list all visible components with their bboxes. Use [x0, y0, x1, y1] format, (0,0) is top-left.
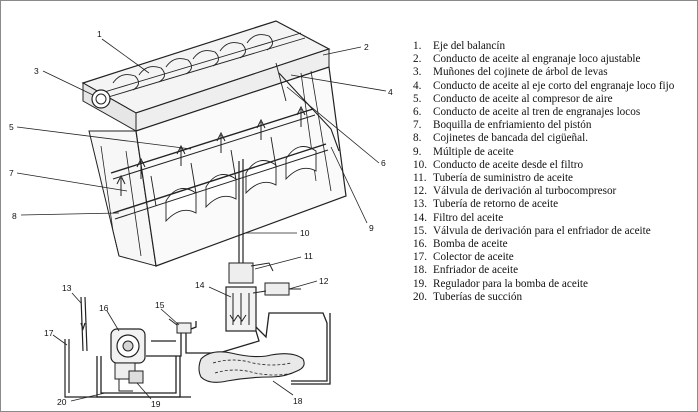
legend-number: 15.	[413, 225, 433, 238]
legend-text: Muñones del cojinete de árbol de levas	[433, 66, 608, 79]
legend-number: 13.	[413, 198, 433, 211]
legend-text: Enfriador de aceite	[433, 264, 518, 277]
callout-6: 6	[381, 158, 386, 168]
legend-number: 18.	[413, 264, 433, 277]
cooler-bypass-valve	[169, 319, 191, 333]
legend-item: 5.Conducto de aceite al compresor de air…	[413, 93, 695, 106]
oil-cooler	[199, 352, 304, 382]
legend-text: Filtro del aceite	[433, 212, 503, 225]
callout-12: 12	[319, 276, 329, 286]
legend-text: Conducto de aceite al engranaje loco aju…	[433, 53, 641, 66]
legend-number: 14.	[413, 212, 433, 225]
bypass-valve-turbo	[253, 283, 301, 295]
legend-number: 19.	[413, 278, 433, 291]
callout-8: 8	[12, 211, 17, 221]
callout-3: 3	[34, 66, 39, 76]
legend-text: Regulador para la bomba de aceite	[433, 278, 588, 291]
legend-text: Boquilla de enfriamiento del pistón	[433, 119, 591, 132]
callout-10: 10	[300, 228, 310, 238]
legend-text: Tuberías de succión	[433, 291, 522, 304]
legend-item: 6.Conducto de aceite al tren de engranaj…	[413, 106, 695, 119]
legend-text: Múltiple de aceite	[433, 146, 514, 159]
legend-number: 2.	[413, 53, 433, 66]
callout-2: 2	[364, 42, 369, 52]
legend-item: 16.Bomba de aceite	[413, 238, 695, 251]
legend-text: Conducto de aceite al eje corto del engr…	[433, 80, 674, 93]
legend-number: 10.	[413, 159, 433, 172]
legend-text: Conducto de aceite al tren de engranajes…	[433, 106, 640, 119]
legend-text: Bomba de aceite	[433, 238, 508, 251]
legend-number: 4.	[413, 80, 433, 93]
legend-item: 12.Válvula de derivación al turbocompres…	[413, 185, 695, 198]
legend-text: Conducto de aceite al compresor de aire	[433, 93, 613, 106]
legend-item: 4.Conducto de aceite al eje corto del en…	[413, 80, 695, 93]
callout-5: 5	[9, 122, 14, 132]
legend-text: Eje del balancín	[433, 40, 505, 53]
legend-number: 17.	[413, 251, 433, 264]
legend-number: 6.	[413, 106, 433, 119]
legend-number: 20.	[413, 291, 433, 304]
callout-19: 19	[151, 399, 161, 409]
legend-number: 16.	[413, 238, 433, 251]
legend-item: 1.Eje del balancín	[413, 40, 695, 53]
legend-text: Válvula de derivación al turbocompresor	[433, 185, 616, 198]
legend-item: 13.Tubería de retorno de aceite	[413, 198, 695, 211]
pump-regulator	[129, 371, 143, 383]
callout-9: 9	[369, 223, 374, 233]
callout-20: 20	[57, 397, 67, 407]
legend-number: 7.	[413, 119, 433, 132]
oil-return-pipe	[81, 297, 87, 351]
legend-number: 1.	[413, 40, 433, 53]
legend-item: 18.Enfriador de aceite	[413, 264, 695, 277]
callout-4: 4	[388, 87, 393, 97]
legend-item: 3.Muñones del cojinete de árbol de levas	[413, 66, 695, 79]
callout-17: 17	[44, 328, 54, 338]
callout-11: 11	[304, 251, 313, 261]
legend-item: 20.Tuberías de succión	[413, 291, 695, 304]
legend-item: 11.Tubería de suministro de aceite	[413, 172, 695, 185]
legend-item: 8.Cojinetes de bancada del cigüeñal.	[413, 132, 695, 145]
legend-item: 19.Regulador para la bomba de aceite	[413, 278, 695, 291]
callout-1: 1	[97, 29, 102, 39]
callout-16: 16	[99, 303, 109, 313]
legend-item: 17.Colector de aceite	[413, 251, 695, 264]
legend-text: Tubería de retorno de aceite	[433, 198, 558, 211]
callout-18: 18	[293, 396, 303, 406]
callout-15: 15	[155, 300, 165, 310]
legend-number: 9.	[413, 146, 433, 159]
legend-text: Tubería de suministro de aceite	[433, 172, 573, 185]
legend-text: Cojinetes de bancada del cigüeñal.	[433, 132, 588, 145]
callout-13: 13	[62, 283, 72, 293]
legend-text: Colector de aceite	[433, 251, 514, 264]
legend-list: 1.Eje del balancín 2.Conducto de aceite …	[413, 40, 695, 304]
legend-item: 7.Boquilla de enfriamiento del pistón	[413, 119, 695, 132]
legend-item: 2.Conducto de aceite al engranaje loco a…	[413, 53, 695, 66]
engine-lubrication-diagram: 1 2 3 4 5 6 7 8 9 10 11 12 13 14 15 16 1…	[1, 1, 411, 411]
legend-number: 11.	[413, 172, 433, 185]
legend-number: 5.	[413, 93, 433, 106]
callout-7: 7	[9, 168, 14, 178]
legend-item: 15.Válvula de derivación para el enfriad…	[413, 225, 695, 238]
callout-14: 14	[195, 280, 205, 290]
legend-item: 14.Filtro del aceite	[413, 212, 695, 225]
legend-text: Conducto de aceite desde el filtro	[433, 159, 583, 172]
legend-number: 12.	[413, 185, 433, 198]
legend-text: Válvula de derivación para el enfriador …	[433, 225, 651, 238]
oil-filter	[226, 263, 273, 331]
legend-item: 9.Múltiple de aceite	[413, 146, 695, 159]
legend-number: 3.	[413, 66, 433, 79]
legend-item: 10.Conducto de aceite desde el filtro	[413, 159, 695, 172]
legend-number: 8.	[413, 132, 433, 145]
